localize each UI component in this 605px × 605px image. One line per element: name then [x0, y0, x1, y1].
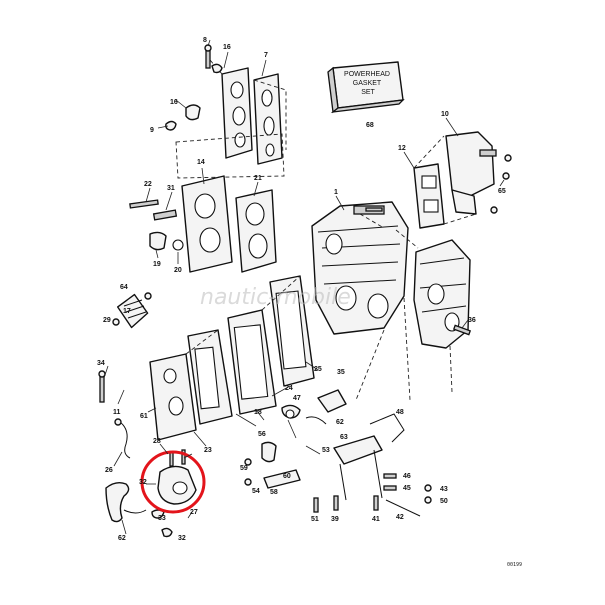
- callout-54: 54: [252, 488, 260, 495]
- callout-32: 32: [178, 535, 186, 542]
- callout-25: 25: [314, 366, 322, 373]
- callout-56: 56: [258, 431, 266, 438]
- callout-7: 7: [264, 52, 268, 59]
- callout-10: 10: [441, 111, 449, 118]
- bypass-cover-assembly: [129, 133, 285, 273]
- callout-46: 46: [403, 473, 411, 480]
- callout-24: 24: [285, 385, 293, 392]
- callout-50: 50: [440, 498, 448, 505]
- callout-42: 42: [396, 514, 404, 521]
- callout-22: 22: [144, 181, 152, 188]
- callout-33: 33: [158, 515, 166, 522]
- callout-11: 11: [113, 409, 121, 416]
- callout-64: 64: [120, 284, 128, 291]
- callout-62: 62: [118, 535, 126, 542]
- callout-48: 48: [396, 409, 404, 416]
- callout-21: 21: [254, 175, 262, 182]
- callout-68: 68: [366, 122, 374, 129]
- callout-51: 51: [311, 516, 319, 523]
- callout-34: 34: [97, 360, 105, 367]
- callout-59: 59: [240, 465, 248, 472]
- callout-20: 20: [174, 267, 182, 274]
- callout-53: 53: [322, 447, 330, 454]
- powerhead-gasket-set-box: POWERHEAD GASKET SET 68: [327, 61, 405, 129]
- transfer-cover-assembly: [157, 39, 287, 165]
- gasket-set-line-1: POWERHEAD: [344, 71, 390, 78]
- exhaust-plate-assembly: [98, 275, 319, 467]
- callout-23: 23: [204, 447, 212, 454]
- callout-61: 61: [140, 413, 148, 420]
- linkage-assembly: [244, 389, 432, 517]
- callout-16: 16: [170, 99, 178, 106]
- callout-9: 9: [150, 127, 154, 134]
- callout-63: 63: [340, 434, 348, 441]
- callout-65: 65: [498, 188, 506, 195]
- callout-35: 35: [337, 369, 345, 376]
- callout-47: 47: [293, 395, 301, 402]
- watermark: nautic-mobile: [200, 285, 351, 310]
- callout-19: 19: [153, 261, 161, 268]
- callout-58: 58: [270, 489, 278, 496]
- callout-16: 16: [223, 44, 231, 51]
- callout-39: 39: [331, 516, 339, 523]
- callout-18: 18: [254, 409, 262, 416]
- callout-28: 28: [153, 438, 161, 445]
- callout-41: 41: [372, 516, 380, 523]
- highlight-circle: [140, 450, 206, 514]
- callout-1: 1: [334, 189, 338, 196]
- cylinder-block: [311, 195, 471, 401]
- gasket-set-line-2: GASKET: [353, 80, 382, 87]
- callout-43: 43: [440, 486, 448, 493]
- callout-31: 31: [167, 185, 175, 192]
- callout-32: 32: [139, 479, 147, 486]
- gasket-set-line-3: SET: [361, 89, 375, 96]
- drawing-code: 00199: [507, 562, 522, 568]
- callout-60: 60: [283, 473, 291, 480]
- callout-29: 29: [103, 317, 111, 324]
- callout-45: 45: [403, 485, 411, 492]
- callout-14: 14: [197, 159, 205, 166]
- callout-8: 8: [203, 37, 207, 44]
- callout-26: 26: [105, 467, 113, 474]
- callout-12: 12: [398, 145, 406, 152]
- intake-assembly: [403, 117, 512, 336]
- callout-36: 36: [468, 317, 476, 324]
- circled-part-thermostat-cover: [105, 443, 206, 538]
- callout-27: 27: [190, 509, 198, 516]
- callout-17: 17: [123, 308, 131, 315]
- callout-labels: 8 16 7 16 9 22 31 14 21 19 20 64 17 29 1…: [97, 37, 506, 542]
- callout-62: 62: [336, 419, 344, 426]
